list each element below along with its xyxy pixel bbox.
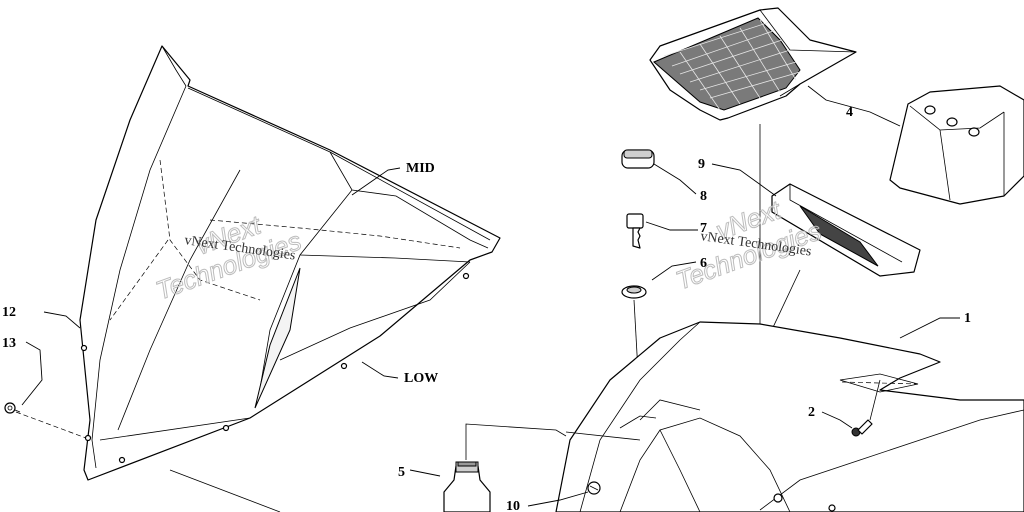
seat-cushion (889, 85, 1024, 205)
callout-10-leader (527, 491, 589, 507)
callout-8: 8 (700, 189, 707, 204)
callout-4: 4 (846, 105, 853, 120)
callout-5: 5 (398, 465, 405, 480)
mid-label: MID (406, 161, 435, 176)
callout-9-leader (711, 163, 777, 197)
bottle-guide-line (465, 423, 567, 460)
callout-12-leader (43, 311, 81, 329)
screw-13 (4, 402, 21, 414)
switch-module-9 (771, 183, 921, 277)
callout-10: 10 (506, 499, 520, 512)
storage-tray (649, 7, 857, 121)
windshield (79, 45, 501, 512)
callout-12: 12 (2, 305, 16, 320)
screw-2 (851, 419, 873, 437)
ignition-bezel-6 (621, 285, 647, 299)
callout-6: 6 (700, 256, 707, 271)
callout-6-leader (651, 261, 697, 281)
callout-1: 1 (964, 311, 971, 326)
screw-13-axis (15, 411, 87, 439)
low-label: LOW (404, 371, 438, 386)
callout-13-leader (21, 341, 43, 406)
hood-body-1 (555, 321, 1024, 512)
key-cap-8 (621, 149, 655, 169)
key-7 (626, 213, 644, 249)
callout-9: 9 (698, 157, 705, 172)
screw-10 (587, 481, 601, 495)
callout-4-leader (807, 85, 901, 127)
callout-1-leader (899, 317, 960, 339)
callout-2: 2 (808, 405, 815, 420)
callout-13: 13 (2, 336, 16, 351)
callout-7: 7 (700, 221, 707, 236)
mid-leader-line (351, 167, 401, 196)
low-leader-line (361, 361, 399, 379)
bottle-5 (443, 461, 491, 512)
callout-7-leader (645, 221, 698, 231)
callout-5-leader (409, 469, 441, 477)
callout-2-leader (821, 411, 853, 429)
screw-2-axis (869, 379, 881, 421)
callout-8-leader (653, 163, 697, 195)
